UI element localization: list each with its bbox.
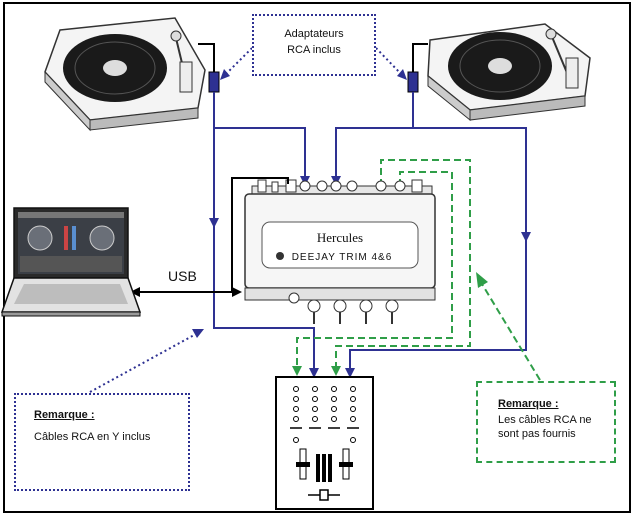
turntable-left	[44, 17, 206, 132]
arrow-note-to-green-cables	[481, 283, 541, 381]
y-cables-note-text: Câbles RCA en Y inclus	[34, 431, 151, 443]
cable-turntable-right	[412, 43, 428, 72]
not-supplied-note-line2: sont pas fournis	[498, 428, 576, 440]
not-supplied-note-title: Remarque :	[498, 398, 559, 410]
arrowhead-left-adapter	[220, 69, 230, 80]
green-cables	[296, 159, 471, 372]
y-cables-note-title: Remarque :	[34, 409, 95, 421]
rca-adapters-note: Adaptateurs RCA inclus	[252, 14, 376, 76]
arrowhead-right-adapter	[397, 69, 407, 80]
not-supplied-note-line1: Les câbles RCA ne	[498, 414, 592, 426]
audio-interface: Hercules DEEJAY TRIM 4&6	[244, 179, 436, 324]
brand-label: Hercules	[317, 230, 363, 245]
cable-turntable-left	[198, 43, 215, 72]
model-label: DEEJAY TRIM 4&6	[292, 252, 393, 263]
arrow-note-to-left-adapter	[223, 47, 253, 77]
arrow-note-to-right-adapter	[375, 47, 404, 77]
green-arrowheads	[292, 366, 341, 376]
usb-cable	[132, 177, 289, 293]
turntable-right	[427, 23, 591, 122]
arrowhead-y-cable	[192, 329, 204, 338]
usb-arrowhead-left	[130, 287, 140, 297]
arrowhead-green-note	[476, 272, 488, 288]
usb-label: USB	[168, 268, 197, 284]
usb-arrowhead-right	[232, 287, 242, 297]
rca-adapter-right	[407, 71, 419, 93]
not-supplied-note: Remarque : Les câbles RCA ne sont pas fo…	[476, 381, 616, 463]
logo-icon	[276, 252, 284, 260]
y-cables-note: Remarque : Câbles RCA en Y inclus	[14, 393, 190, 491]
laptop	[0, 207, 142, 317]
rca-adapter-left	[208, 71, 220, 93]
rca-adapters-note-line2: RCA inclus	[287, 44, 341, 56]
mixer	[275, 376, 374, 510]
rca-adapters-note-line1: Adaptateurs	[284, 28, 344, 40]
arrow-note-to-y-cable	[89, 333, 197, 393]
